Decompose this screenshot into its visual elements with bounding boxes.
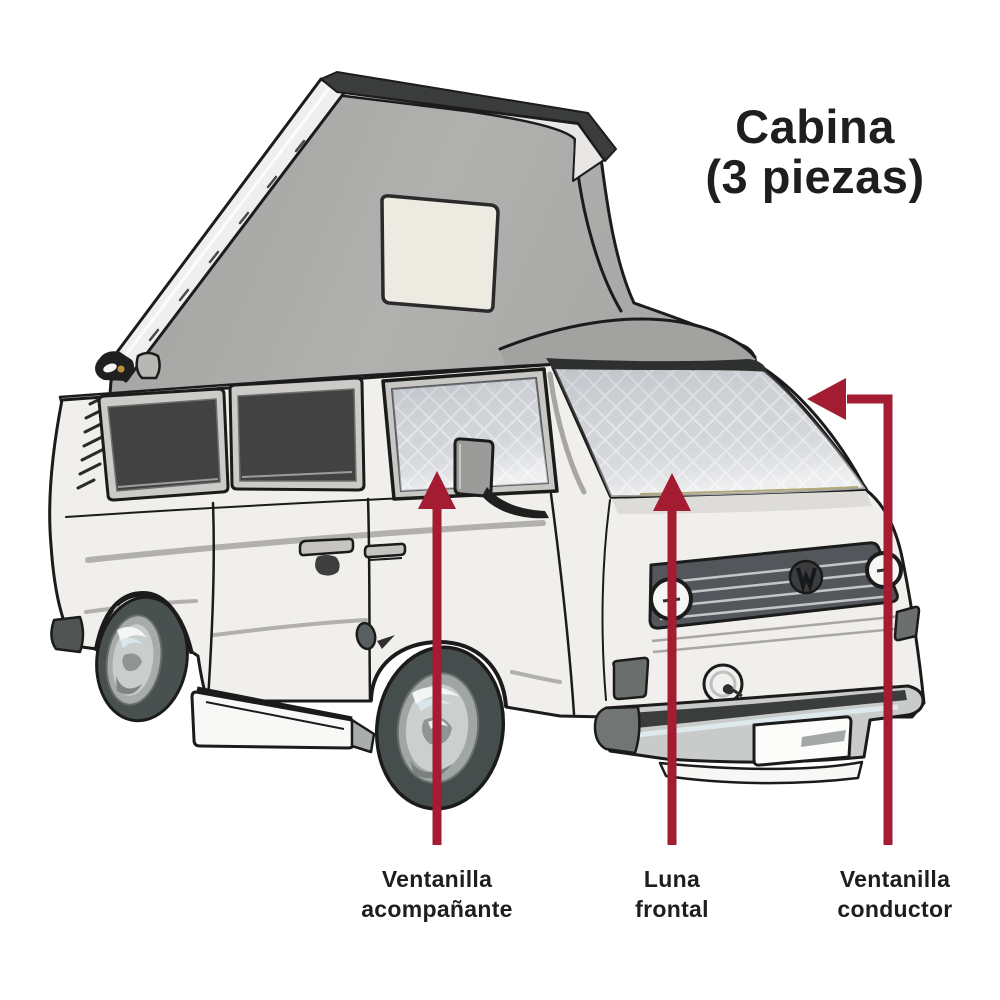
pop-top-hinge-pin — [117, 365, 125, 373]
bumper-valence — [658, 760, 864, 785]
pop-top-roof-edge — [320, 71, 617, 162]
front-door-handle — [363, 542, 407, 561]
side-marker-right — [893, 605, 921, 642]
bumper-shadow — [612, 690, 907, 730]
front-corner-crease — [601, 499, 611, 701]
windshield-label: Luna frontal — [635, 866, 709, 922]
front-panel-line-1 — [651, 614, 903, 643]
driver-window-arrow — [807, 378, 893, 845]
pop-top-window — [380, 194, 500, 313]
passenger-window-screen-shade — [392, 378, 548, 491]
bumper-end-left — [593, 705, 641, 755]
front-panel-line-2 — [652, 626, 907, 654]
turn-signal — [612, 656, 650, 701]
vw-emblem-glyph — [796, 567, 817, 594]
windshield — [546, 358, 872, 514]
sliding-door-seam — [206, 501, 216, 702]
b-pillar-seam — [366, 497, 372, 702]
annotation-arrows — [418, 378, 893, 845]
cab-roof-band-outline — [498, 317, 757, 359]
rear-side-window — [97, 387, 230, 502]
mud-flap — [50, 615, 85, 654]
passenger-window — [381, 367, 559, 501]
grille-slats — [659, 558, 892, 621]
body-crease-lower-door — [212, 618, 368, 637]
passenger-window-label: Ventanilla acompañante — [361, 866, 513, 922]
body-rub-strip — [85, 520, 546, 563]
bumper-reflective-strip — [617, 704, 899, 740]
running-board-end — [350, 718, 376, 754]
license-plate-shadow — [801, 730, 846, 747]
body-crease-front-fender — [510, 670, 562, 684]
sun-visor-strip — [546, 358, 767, 372]
fuel-cap — [355, 621, 377, 651]
pop-top-hinge-slot — [103, 363, 117, 373]
sliding-door-handle — [298, 537, 355, 576]
middle-side-window — [228, 376, 366, 492]
front-bumper — [593, 684, 925, 785]
a-pillar-trim — [547, 371, 587, 495]
rear-wheel-arch — [94, 591, 193, 654]
page-title-line-1: Cabina — [735, 100, 895, 153]
front-door-seam — [549, 492, 576, 716]
page-title: Cabina (3 piezas) — [630, 102, 1000, 202]
driver-window-label: Ventanilla conductor — [837, 866, 953, 922]
fuel-cap-shadow — [377, 635, 395, 649]
side-mirror — [453, 437, 549, 519]
pop-top-hinge-ticks — [148, 139, 306, 342]
windshield-arrow — [653, 473, 691, 845]
windshield-screen-shade — [553, 363, 866, 497]
rear-wheel — [94, 591, 193, 723]
van-body — [48, 358, 926, 811]
fog-light — [702, 663, 744, 705]
cab-roof-band — [500, 319, 756, 366]
pop-top-roof-panel-highlight — [114, 86, 332, 369]
page-title-line-2: (3 piezas) — [705, 150, 925, 203]
running-board — [190, 686, 376, 754]
mirror-arm — [482, 487, 549, 519]
passenger-window-arrow — [418, 471, 456, 845]
air-vents — [76, 395, 111, 490]
pop-top-latch — [135, 351, 161, 380]
pop-top-end-cap — [329, 91, 605, 182]
pop-top-roof — [95, 71, 758, 396]
